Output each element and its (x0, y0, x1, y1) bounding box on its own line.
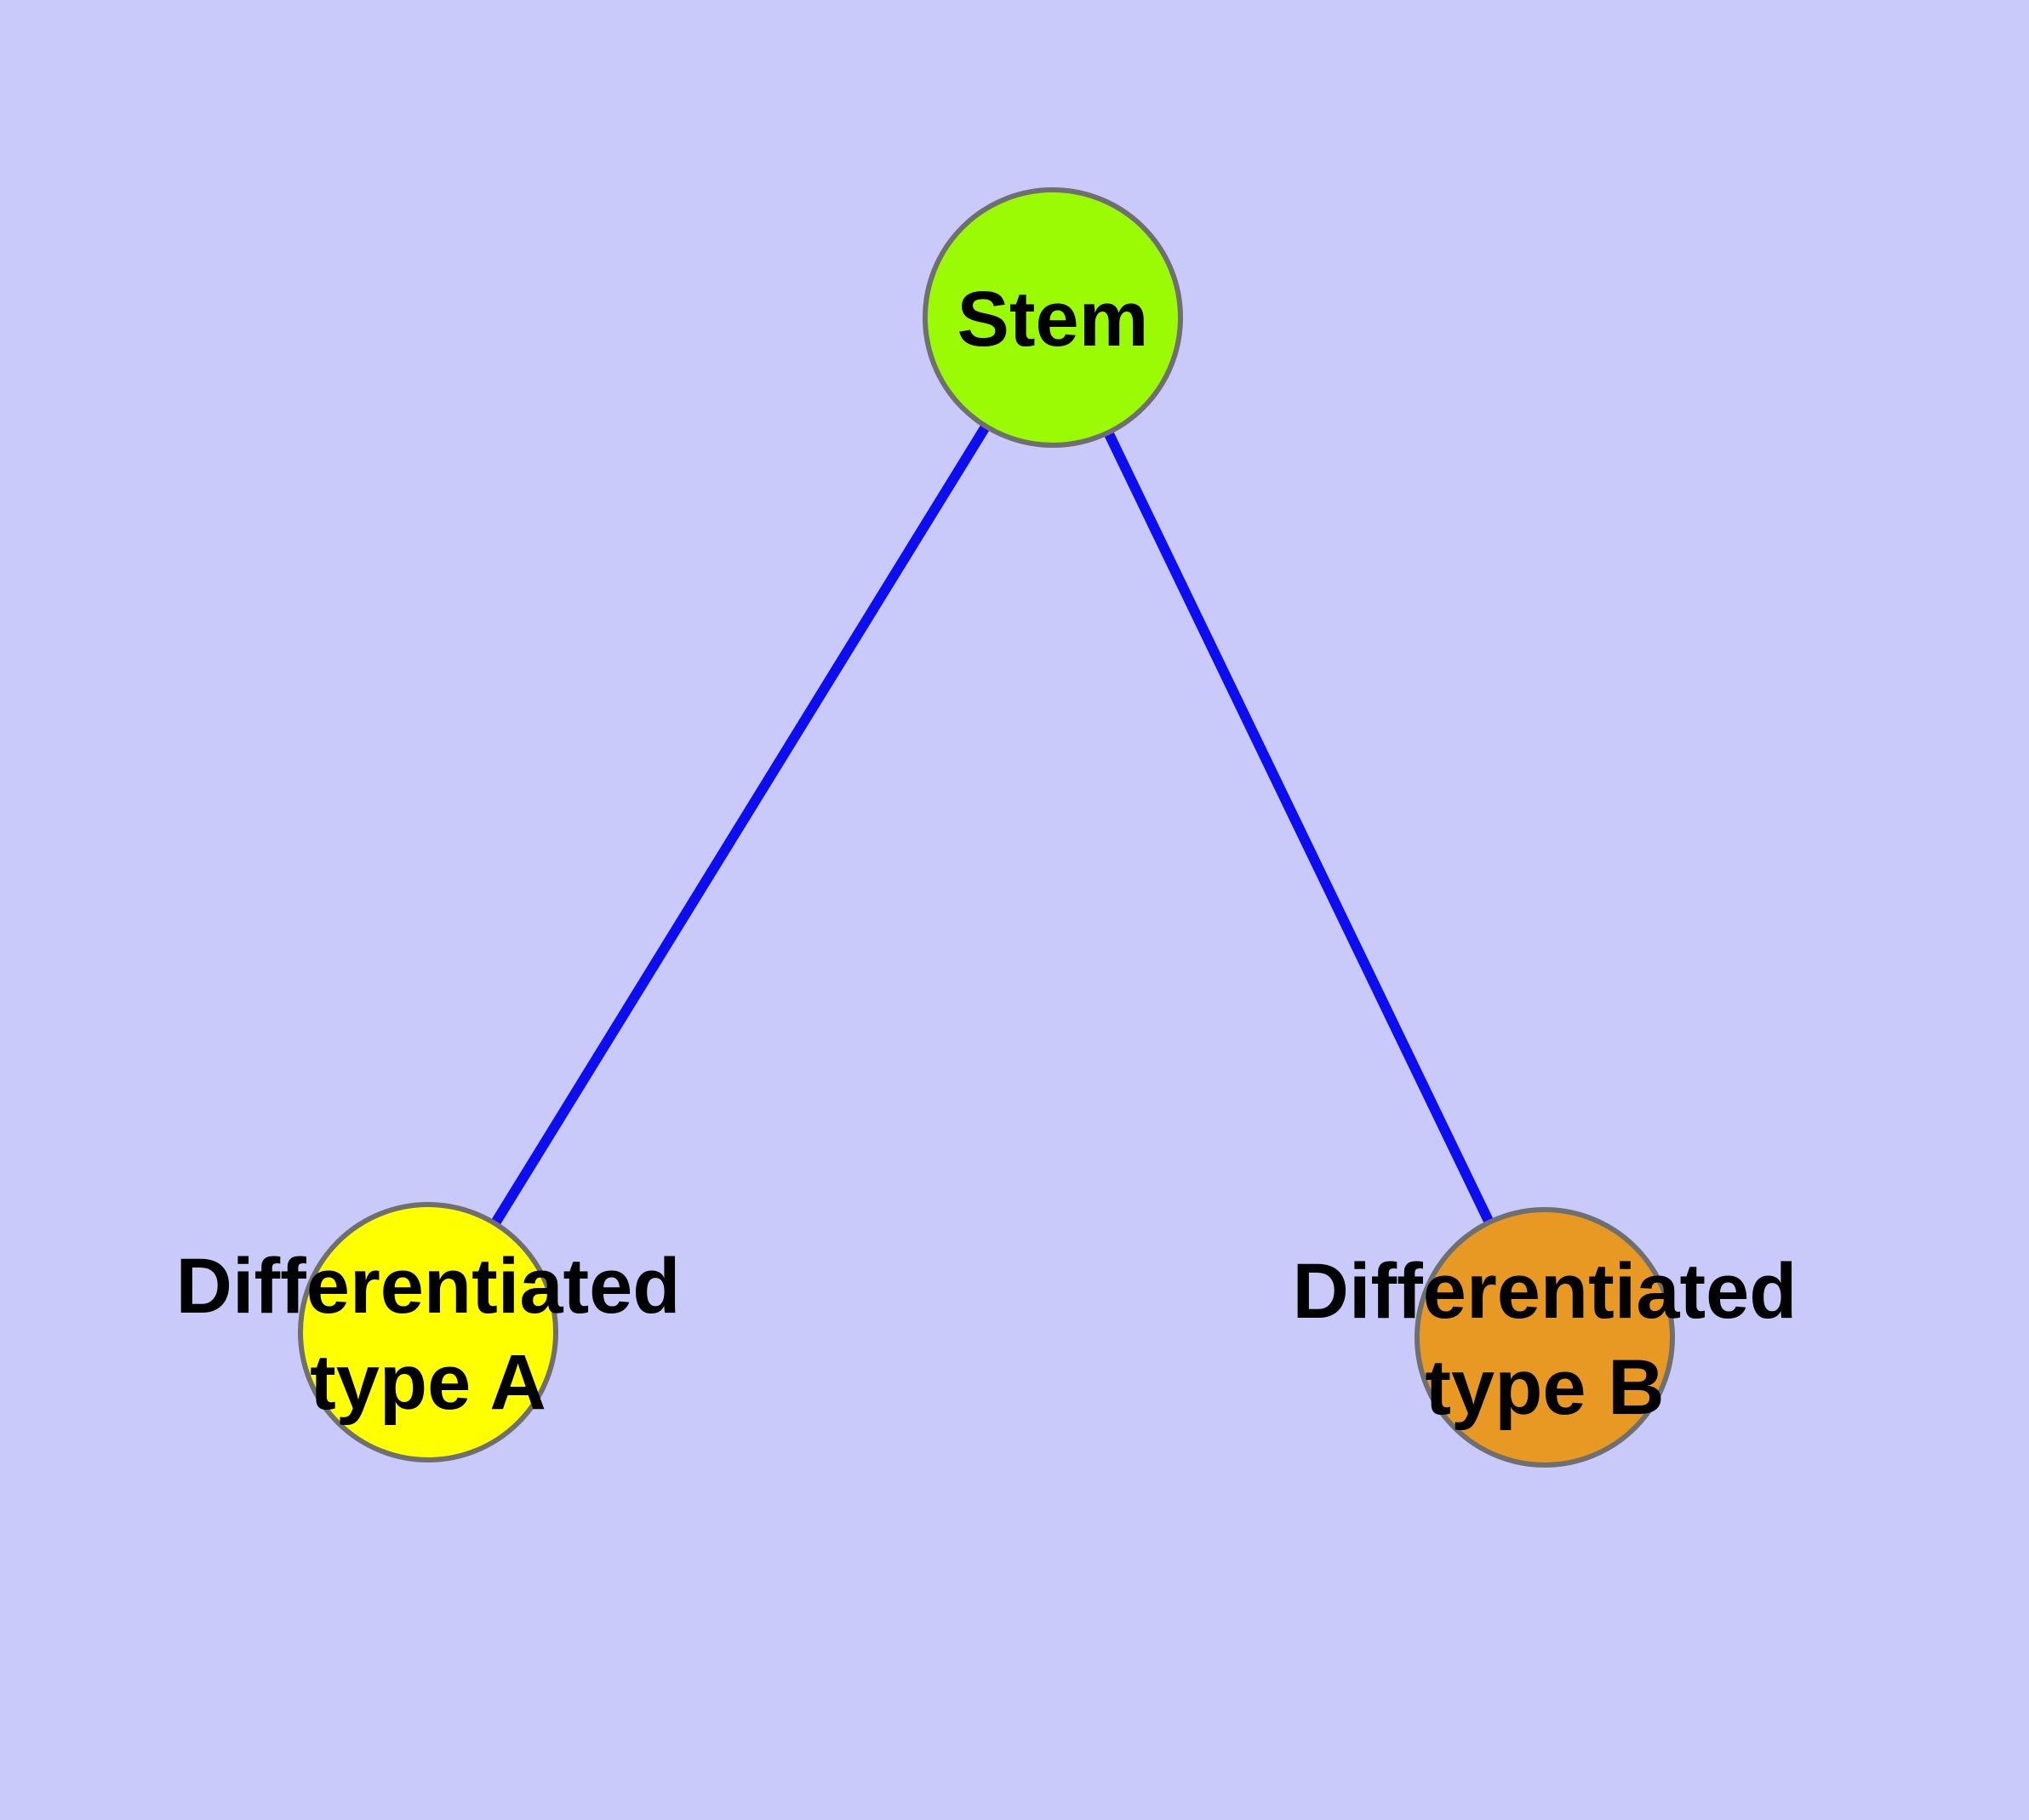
node-diff-type-a-label-line-2: type A (310, 1339, 546, 1426)
node-stem-circle (923, 187, 1183, 448)
node-stem-label-line-1: Stem (957, 276, 1149, 363)
node-diff-type-a-label: Differentiated type A (176, 1243, 681, 1426)
node-diff-type-a-circle (298, 1202, 558, 1462)
node-stem-label: Stem (957, 276, 1149, 363)
node-diff-type-a-label-line-1: Differentiated (176, 1243, 681, 1330)
node-diff-type-b-circle (1415, 1207, 1675, 1468)
node-diff-type-b-label-line-1: Differentiated (1293, 1248, 1798, 1335)
node-diff-type-b-label-line-2: type B (1425, 1344, 1664, 1431)
edge-stem-to-diff-type-b (1048, 315, 1550, 1340)
edges-layer (423, 314, 1550, 1340)
nodes-layer (298, 187, 1675, 1468)
edge-stem-to-diff-type-a (423, 314, 1058, 1336)
node-diff-type-b-label: Differentiated type B (1293, 1248, 1798, 1431)
